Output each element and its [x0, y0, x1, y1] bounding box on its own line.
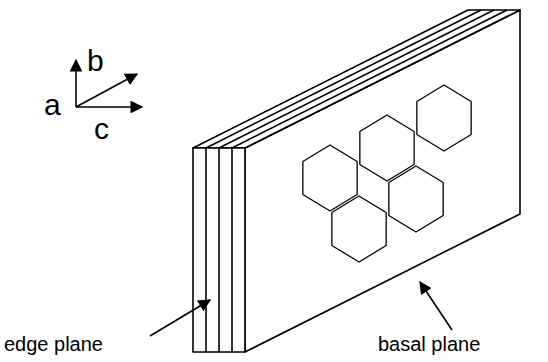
hexagon	[360, 115, 414, 181]
basal-plane-arrow	[420, 282, 452, 330]
layer-line	[231, 148, 233, 352]
edge-plane-arrow	[150, 300, 210, 336]
axis-b	[76, 74, 137, 107]
plane-label: basal plane	[378, 334, 480, 354]
layer-line	[232, 10, 507, 148]
layer-line	[219, 10, 494, 148]
axis-label: a	[44, 90, 61, 120]
axis-label: b	[87, 46, 104, 76]
layer-line	[218, 148, 220, 352]
hexagon	[417, 85, 471, 151]
plane-label: edge plane	[4, 334, 103, 354]
hexagon	[332, 196, 386, 262]
layer-line	[206, 10, 481, 148]
hexagon	[389, 166, 443, 232]
layer-line	[205, 148, 207, 352]
axis-label: c	[94, 114, 109, 144]
edge-face	[193, 148, 245, 352]
axis-a	[75, 60, 77, 107]
axis-c	[76, 106, 142, 108]
hexagon-lattice	[303, 85, 471, 262]
hexagon	[303, 145, 357, 211]
